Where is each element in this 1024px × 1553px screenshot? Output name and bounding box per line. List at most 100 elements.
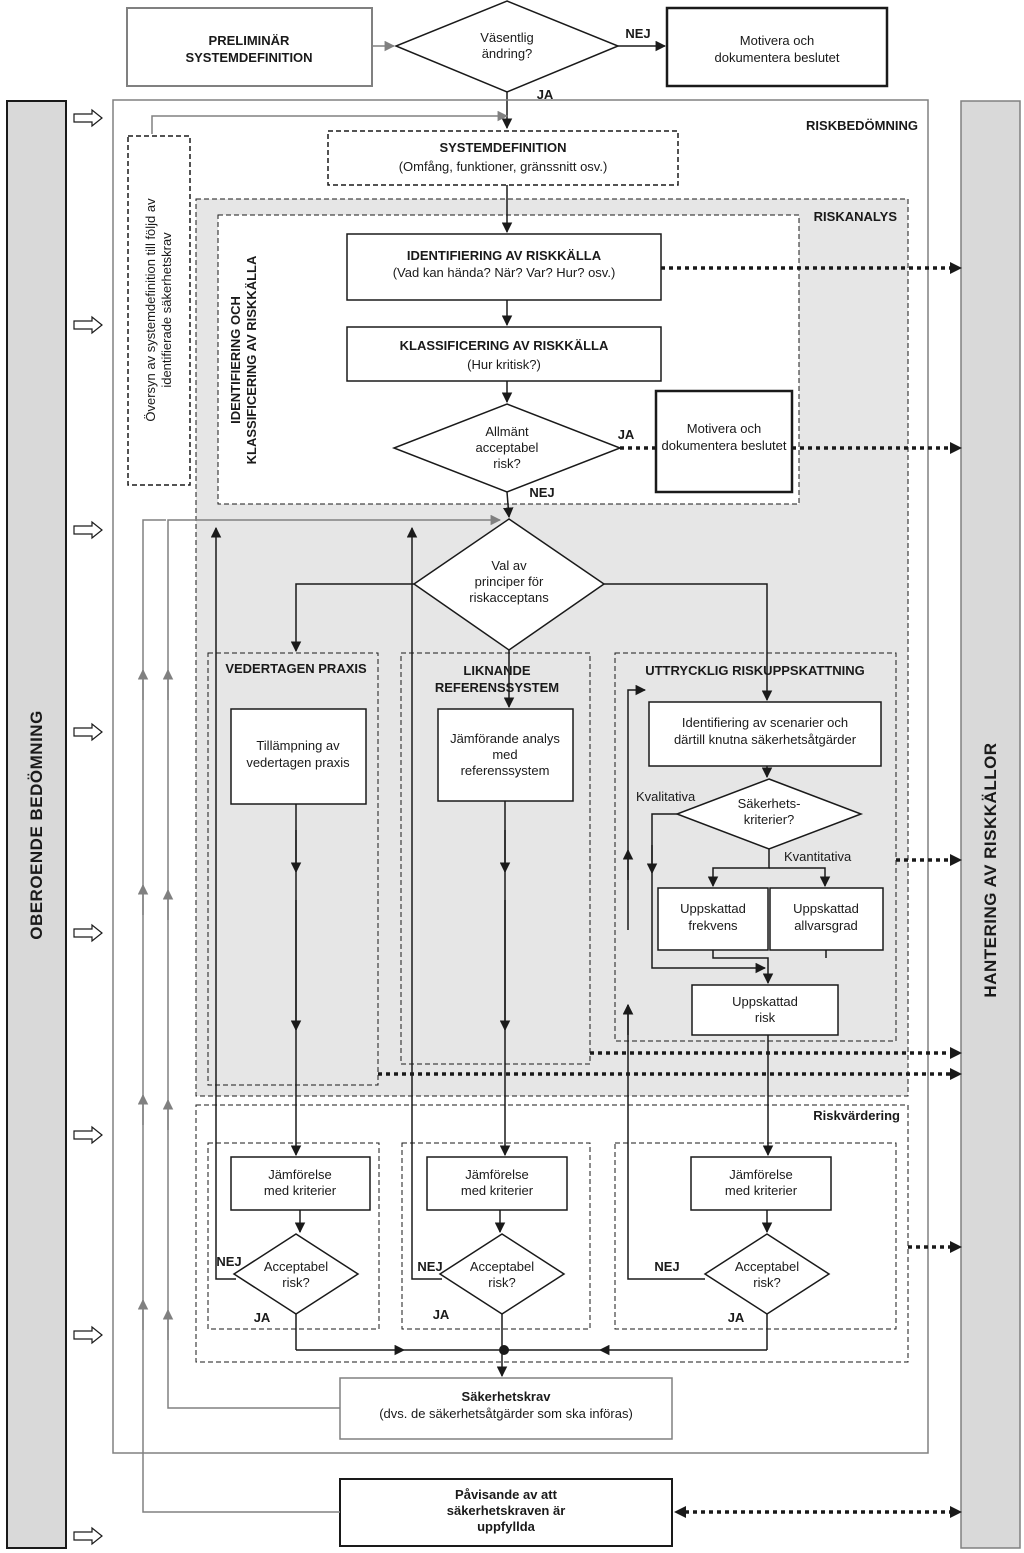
preliminary-line1: PRELIMINÄR <box>209 33 291 48</box>
risk-evaluation-frame <box>195 1104 909 1363</box>
practice-title: VEDERTAGEN PRAXIS <box>225 661 367 676</box>
dotted-arrow-heads <box>674 262 962 1518</box>
significant-change-line1: Väsentlig <box>480 30 533 45</box>
demonstration-line1: Påvisande av att <box>455 1487 558 1502</box>
reference-box-line1: Jämförande analys <box>450 731 560 746</box>
scenario-line1: Identifiering av scenarier och <box>682 715 848 730</box>
risk-source-handling-label: HANTERING AV RISKKÄLLOR <box>981 742 1000 997</box>
acceptable-3-line2: risk? <box>753 1275 780 1290</box>
reference-box <box>437 708 574 802</box>
estimated-risk-line1: Uppskattad <box>732 994 798 1009</box>
motivate-mid-line2: dokumentera beslutet <box>661 438 786 453</box>
compare-2-line1: Jämförelse <box>465 1167 529 1182</box>
ident-vertical-line2: KLASSIFICERING AV RISKKÄLLA <box>244 255 259 464</box>
feedback-arrows <box>137 110 509 1513</box>
evaluation-no-label-1: NEJ <box>216 1254 241 1269</box>
evaluation-subframe-3 <box>614 1142 897 1330</box>
preliminary-system-definition-box <box>126 7 373 87</box>
estimated-severity-box <box>769 887 884 951</box>
acceptable-2-line2: risk? <box>488 1275 515 1290</box>
evaluation-subframe-2 <box>401 1142 591 1330</box>
motivate-top-line1: Motivera och <box>740 33 814 48</box>
principles-line3: riskacceptans <box>469 590 549 605</box>
estimated-risk-box <box>691 984 839 1036</box>
scenario-box <box>648 701 882 767</box>
estimated-risk-line2: risk <box>755 1010 776 1025</box>
frequency-line2: frekvens <box>688 918 738 933</box>
system-definition-box <box>327 130 679 186</box>
preliminary-line2: SYSTEMDEFINITION <box>185 50 312 65</box>
reference-box-line2: med <box>492 747 517 762</box>
safety-requirements-title: Säkerhetskrav <box>462 1389 552 1404</box>
compare-1-line2: med kriterier <box>264 1183 337 1198</box>
motivate-decision-box-mid <box>654 389 794 494</box>
evaluation-no-label-3: NEJ <box>654 1259 679 1274</box>
risk-assessment-frame <box>112 99 929 1454</box>
risk-source-classification-title: KLASSIFICERING AV RISKKÄLLA <box>400 338 609 353</box>
independent-assessment-label: OBEROENDE BEDÖMNING <box>27 710 46 940</box>
explicit-title: UTTRYCKLIG RISKUPPSKATTNING <box>645 663 865 678</box>
practice-box-line1: Tillämpning av <box>256 738 340 753</box>
safety-requirements-sub: (dvs. de säkerhetsåtgärder som ska inför… <box>379 1406 633 1421</box>
reference-title-line1: LIKNANDE <box>463 663 530 678</box>
safety-requirements-box <box>339 1377 673 1440</box>
compare-box-1 <box>230 1156 371 1211</box>
criteria-line1: Säkerhets- <box>738 796 801 811</box>
acceptable-1-line1: Acceptabel <box>264 1259 328 1274</box>
compare-1-line1: Jämförelse <box>268 1167 332 1182</box>
compare-box-3 <box>690 1156 832 1211</box>
compare-box-2 <box>426 1156 568 1211</box>
evaluation-subframe-1 <box>207 1142 380 1330</box>
decision-yes-label: JA <box>537 87 554 102</box>
evaluation-no-label-2: NEJ <box>417 1259 442 1274</box>
motivate-decision-box-top <box>665 6 889 88</box>
system-definition-sub: (Omfång, funktioner, gränssnitt osv.) <box>399 159 608 174</box>
reference-box-line3: referenssystem <box>461 763 550 778</box>
junction-dot <box>499 1345 509 1355</box>
risk-source-classification-box <box>346 326 662 382</box>
ident-vertical-line1: IDENTIFIERING OCH <box>228 296 243 424</box>
risk-evaluation-title: Riskvärdering <box>813 1108 900 1123</box>
practice-box-line2: vedertagen praxis <box>246 755 350 770</box>
risk-assessment-title: RISKBEDÖMNING <box>806 118 918 133</box>
compare-2-line2: med kriterier <box>461 1183 534 1198</box>
flow-arrows <box>210 185 831 1378</box>
compare-3-line1: Jämförelse <box>729 1167 793 1182</box>
qualitative-label: Kvalitativa <box>636 789 696 804</box>
motivate-top-line2: dokumentera beslutet <box>714 50 839 65</box>
review-line1: Översyn av systemdefinition till följd a… <box>143 198 158 422</box>
risk-source-handling-bar <box>960 100 1021 1549</box>
acceptable-1-line2: risk? <box>282 1275 309 1290</box>
severity-line1: Uppskattad <box>793 901 859 916</box>
compare-3-line2: med kriterier <box>725 1183 798 1198</box>
reference-title-line2: REFERENSSYSTEM <box>435 680 559 695</box>
dotted-arrows-right <box>378 266 950 1514</box>
acceptable-line3: risk? <box>493 456 520 471</box>
acceptable-line1: Allmänt <box>485 424 529 439</box>
significant-change-line2: ändring? <box>482 46 533 61</box>
left-hollow-arrows <box>73 108 103 1546</box>
quantitative-label: Kvantitativa <box>784 849 852 864</box>
evaluation-yes-label-1: JA <box>254 1310 271 1325</box>
evaluation-yes-label-3: JA <box>728 1310 745 1325</box>
frequency-line1: Uppskattad <box>680 901 746 916</box>
acceptable-2-line1: Acceptabel <box>470 1259 534 1274</box>
motivate-mid-line1: Motivera och <box>687 421 761 436</box>
risk-analysis-title: RISKANALYS <box>814 209 898 224</box>
demonstration-line3: uppfyllda <box>477 1519 536 1534</box>
acceptable-yes-label: JA <box>618 427 635 442</box>
severity-line2: allvarsgrad <box>794 918 858 933</box>
system-definition-review-box <box>127 135 191 486</box>
decision-no-label: NEJ <box>625 26 650 41</box>
estimated-frequency-box <box>657 887 769 951</box>
acceptable-3-line1: Acceptabel <box>735 1259 799 1274</box>
demonstration-box <box>339 1478 673 1547</box>
risk-source-identification-title: IDENTIFIERING AV RISKKÄLLA <box>407 248 602 263</box>
principles-line2: principer för <box>475 574 544 589</box>
evaluation-yes-label-2: JA <box>433 1307 450 1322</box>
demonstration-line2: säkerhetskraven är <box>447 1503 566 1518</box>
risk-source-identification-sub: (Vad kan hända? När? Var? Hur? osv.) <box>393 265 616 280</box>
independent-assessment-bar <box>6 100 67 1549</box>
practice-box <box>230 708 367 805</box>
